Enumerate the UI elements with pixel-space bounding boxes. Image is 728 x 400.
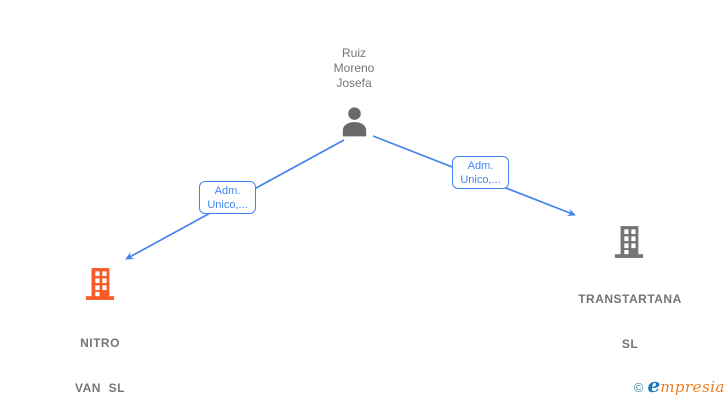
company-name-line: TRANSTARTANA [578,292,682,306]
person-icon[interactable] [337,104,372,139]
company-node-transtartana-sl[interactable]: TRANSTARTANA SL [565,262,695,382]
brand-rest: mpresia [660,378,725,396]
brand-wordmark: empresia [647,373,725,397]
edge-label-line: Adm. [467,160,494,172]
empresia-logo: © empresia [634,373,725,397]
building-icon[interactable] [85,267,115,301]
person-name-line: Moreno [333,61,375,75]
company-name-line: NITRO [80,336,120,350]
edge-label-line: Unico,... [460,174,501,186]
company-name-line: VAN SL [75,381,125,395]
person-node-name[interactable]: Ruiz Moreno Josefa [294,46,414,91]
copyright-icon: © [633,380,644,395]
edge-label-line: Adm. [214,185,241,197]
edge-label-line: Unico,... [207,199,248,211]
edge-label-adm-unico-nitro[interactable]: Adm. Unico,... [199,181,256,214]
edge-label-adm-unico-transtartana[interactable]: Adm. Unico,... [452,156,509,189]
company-name-line: SL [621,337,639,351]
person-name-line: Josefa [336,76,372,90]
company-node-nitro-van-sl[interactable]: NITRO VAN SL [35,306,165,400]
person-name-line: Ruiz [341,46,366,60]
brand-initial: e [647,373,661,397]
building-icon[interactable] [614,225,644,259]
